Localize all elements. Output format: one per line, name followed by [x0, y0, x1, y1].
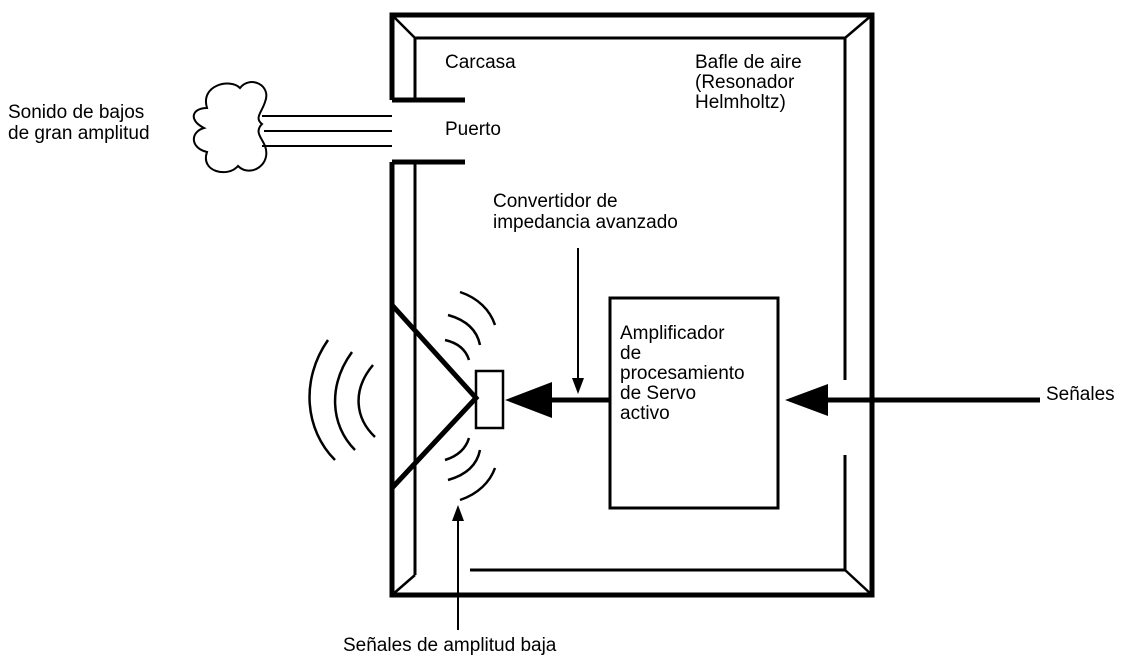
- signals-label: Señales: [1046, 384, 1115, 405]
- internal-waves-upper-icon: [444, 290, 497, 361]
- amplifier-label-line-5: activo: [620, 403, 670, 424]
- converter-label-line-1: Convertidor de: [493, 191, 618, 212]
- sound-label-line-2: de gran amplitud: [8, 123, 150, 144]
- output-arrow-icon: [505, 382, 552, 418]
- converter-label-line-2: impedancia avanzado: [493, 212, 678, 233]
- amplifier-label-line-3: procesamiento: [620, 363, 745, 384]
- amplifier-label-line-4: de Servo: [620, 383, 697, 404]
- amplifier-label-line-2: de: [620, 343, 642, 364]
- port-label: Puerto: [445, 119, 501, 140]
- amplifier-box: [608, 296, 780, 510]
- internal-waves-lower-icon: [444, 437, 497, 502]
- inner-baffle-top-left: [413, 36, 847, 380]
- input-arrow-icon: [785, 384, 828, 416]
- external-sound-waves-icon: [308, 339, 376, 461]
- sound-label-line-1: Sonido de bajos: [8, 102, 145, 123]
- bevel-bottom-left: [391, 574, 416, 596]
- bevel-bottom-right: [844, 569, 873, 596]
- voice-coil: [474, 369, 505, 430]
- baffle-label-line-2: (Resonador: [695, 72, 795, 93]
- baffle-label-line-1: Bafle de aire: [695, 52, 802, 73]
- baffle-label-line-3: Helmholtz): [695, 92, 786, 113]
- low-signals-arrowhead-icon: [452, 505, 464, 521]
- bevel-top-right: [844, 14, 873, 39]
- amplifier-label-line-1: Amplificador: [620, 323, 725, 344]
- housing-label: Carcasa: [445, 52, 516, 73]
- converter-arrowhead-icon: [572, 378, 584, 394]
- low-signals-label: Señales de amplitud baja: [343, 635, 557, 656]
- bevel-top-left: [391, 14, 416, 39]
- speaker-cone-icon: [390, 303, 480, 490]
- enclosure-outline: [389, 12, 875, 598]
- sound-cloud-icon: [192, 81, 268, 174]
